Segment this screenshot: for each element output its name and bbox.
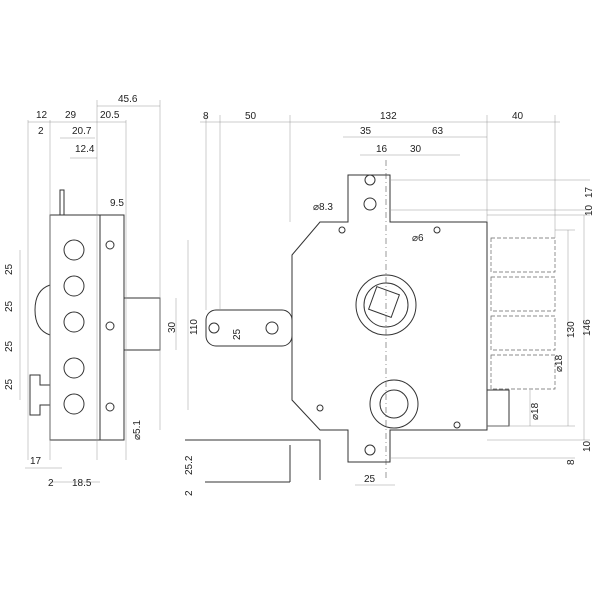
dim-16: 16	[376, 144, 388, 155]
dim-25-bottom: 25	[364, 474, 376, 485]
dim-146: 146	[582, 319, 593, 336]
lock-body-front	[291, 174, 488, 463]
dim-130: 130	[566, 321, 577, 338]
side-view: 12 29 20.5 45.6 2 20.7 12.4 9.5 25 25 25…	[4, 94, 200, 489]
dim-10: 10	[584, 204, 595, 216]
dim-17: 17	[584, 186, 595, 198]
dim-25: 25	[4, 340, 15, 352]
dim-25: 25	[4, 378, 15, 390]
lock-body-side	[49, 214, 125, 441]
dim-18-5: 18.5	[72, 478, 92, 489]
dim-25: 25	[4, 300, 15, 312]
dim-dia-6: ⌀6	[412, 233, 424, 244]
dim-2: 2	[38, 126, 44, 137]
dim-132: 132	[380, 111, 397, 122]
dim-bolt-25: 25	[232, 328, 243, 340]
dim-8: 8	[203, 111, 209, 122]
dim-2-strike: 2	[184, 490, 195, 496]
dim-30: 30	[167, 321, 178, 333]
dim-2-bottom: 2	[48, 478, 54, 489]
dim-dia-5-1: ⌀5.1	[132, 420, 143, 440]
dim-20-7: 20.7	[72, 126, 92, 137]
dim-50: 50	[245, 111, 257, 122]
dim-dia-18-pin: ⌀18	[554, 354, 565, 372]
dim-110: 110	[189, 319, 200, 335]
dim-17: 17	[30, 456, 42, 467]
dim-20-5: 20.5	[100, 110, 120, 121]
dim-12: 12	[36, 110, 48, 121]
dim-10-bottom: 10	[582, 440, 593, 452]
dim-dia-8-3: ⌀8.3	[313, 202, 333, 213]
dim-29: 29	[65, 110, 77, 121]
dim-25-2: 25.2	[184, 455, 195, 475]
dim-dia-18: ⌀18	[530, 402, 541, 420]
dim-25: 25	[4, 263, 15, 275]
dim-30: 30	[410, 144, 422, 155]
dim-8-bottom: 8	[566, 459, 577, 465]
dim-45-6: 45.6	[118, 94, 138, 105]
dim-40: 40	[512, 111, 524, 122]
dim-12-4: 12.4	[75, 144, 95, 155]
front-view: 8 50 132 40 35 63 16 30 ⌀8.3 ⌀6 25 17 10…	[184, 111, 595, 496]
dim-9-5: 9.5	[110, 198, 124, 209]
dim-63: 63	[432, 126, 444, 137]
dim-35: 35	[360, 126, 372, 137]
